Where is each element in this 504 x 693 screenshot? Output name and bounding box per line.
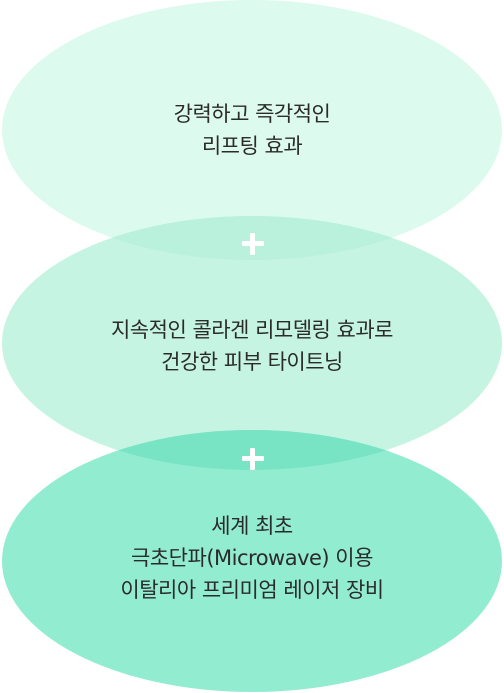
ellipse-stage-2 (2, 216, 502, 470)
plus-icon (238, 229, 268, 259)
plus-icon (238, 444, 268, 474)
ellipse-stage-1 (2, 0, 502, 260)
stage-3-line-2: 극초단파(Microwave) 이용 (131, 546, 373, 570)
stage-2-line-2: 건강한 피부 타이트닝 (161, 350, 343, 374)
stage-1-line-2: 리프팅 효과 (201, 134, 303, 158)
stage-2-line-1: 지속적인 콜라겐 리모델링 효과로 (110, 318, 394, 342)
ellipse-stage-3 (2, 430, 502, 692)
stage-1-text: 강력하고 즉각적인 리프팅 효과 (0, 98, 504, 162)
stage-3-text: 세계 최초 극초단파(Microwave) 이용 이탈리아 프리미엄 레이저 장… (0, 510, 504, 606)
stage-3-line-1: 세계 최초 (211, 514, 293, 538)
stage-1-line-1: 강력하고 즉각적인 (173, 102, 331, 126)
stage-3-line-3: 이탈리아 프리미엄 레이저 장비 (120, 578, 384, 602)
stage-2-text: 지속적인 콜라겐 리모델링 효과로 건강한 피부 타이트닝 (0, 314, 504, 378)
